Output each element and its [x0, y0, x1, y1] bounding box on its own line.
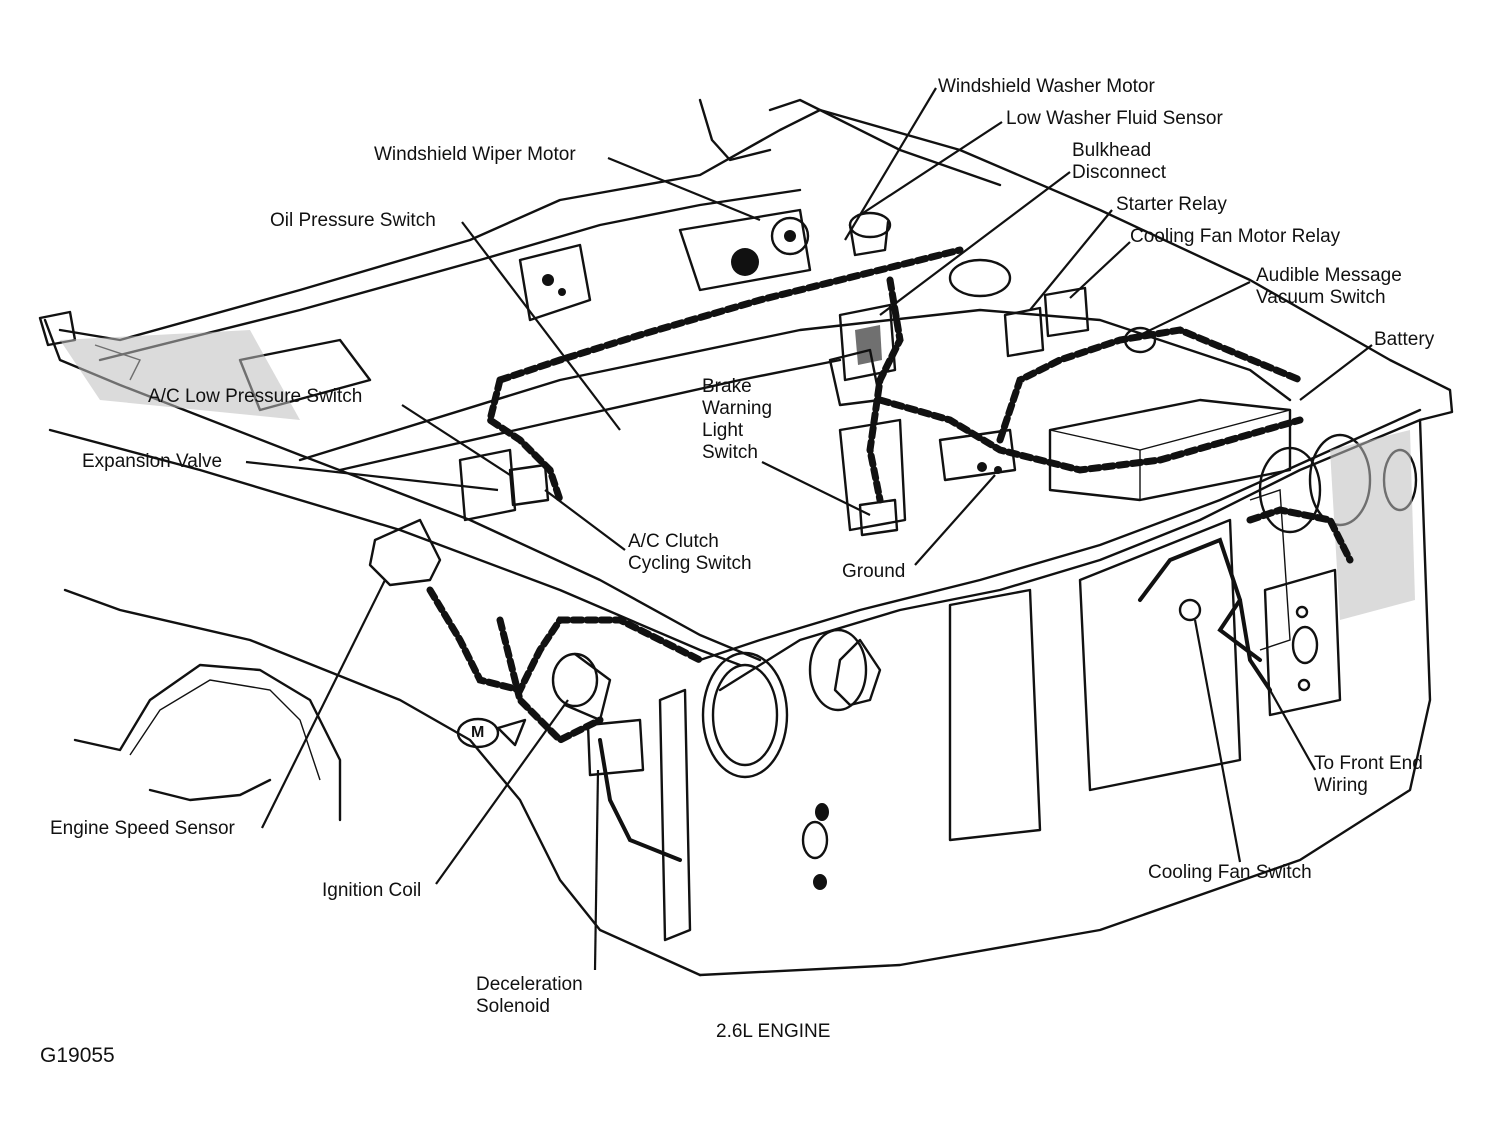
wiring-harness: [426, 246, 1354, 862]
label-audible-message-vacuum-switch: Audible Message Vacuum Switch: [1256, 265, 1402, 309]
label-oil-pressure-switch: Oil Pressure Switch: [270, 210, 436, 231]
label-cooling-fan-switch: Cooling Fan Switch: [1148, 862, 1312, 883]
label-ignition-coil: Ignition Coil: [322, 880, 422, 901]
label-ground: Ground: [842, 561, 906, 582]
label-bulkhead-disconnect: Bulkhead Disconnect: [1072, 140, 1166, 184]
label-windshield-wiper-motor: Windshield Wiper Motor: [374, 144, 576, 165]
label-battery: Battery: [1374, 329, 1435, 350]
leader-lines: [245, 87, 1373, 971]
label-brake-line-4: Switch: [702, 442, 758, 463]
label-audible-line-1: Audible Message: [1256, 265, 1402, 286]
label-brake-line-2: Warning: [702, 398, 773, 419]
label-front-end-line-1: To Front End: [1314, 753, 1423, 774]
label-deceleration-solenoid: Deceleration Solenoid: [476, 974, 583, 1018]
label-starter-relay: Starter Relay: [1116, 194, 1227, 215]
figure-id: G19055: [40, 1044, 115, 1067]
label-ac-clutch-line-1: A/C Clutch: [628, 531, 719, 552]
label-ac-low-pressure-switch: A/C Low Pressure Switch: [148, 386, 363, 407]
figure-caption: 2.6L ENGINE: [716, 1021, 831, 1042]
label-ac-clutch-cycling-switch: A/C Clutch Cycling Switch: [628, 531, 752, 575]
car-body-outline: [38, 98, 1454, 977]
label-bulkhead-line-1: Bulkhead: [1072, 140, 1152, 161]
label-decel-line-2: Solenoid: [476, 996, 550, 1017]
label-bulkhead-line-2: Disconnect: [1072, 162, 1166, 183]
label-cooling-fan-motor-relay: Cooling Fan Motor Relay: [1130, 226, 1341, 247]
label-audible-line-2: Vacuum Switch: [1256, 287, 1386, 308]
label-engine-speed-sensor: Engine Speed Sensor: [50, 818, 235, 839]
label-brake-line-3: Light: [702, 420, 744, 441]
label-ac-clutch-line-2: Cycling Switch: [628, 553, 752, 574]
label-brake-line-1: Brake: [702, 376, 752, 397]
label-decel-line-1: Deceleration: [476, 974, 583, 995]
label-front-end-line-2: Wiring: [1314, 775, 1368, 796]
label-windshield-washer-motor: Windshield Washer Motor: [938, 76, 1155, 97]
components: [368, 208, 1202, 942]
label-expansion-valve: Expansion Valve: [82, 451, 223, 472]
m-emblem-letter: M: [471, 724, 485, 741]
label-low-washer-fluid-sensor: Low Washer Fluid Sensor: [1006, 108, 1223, 129]
label-to-front-end-wiring: To Front End Wiring: [1314, 753, 1423, 797]
label-brake-warning-light-switch: Brake Warning Light Switch: [702, 376, 772, 464]
